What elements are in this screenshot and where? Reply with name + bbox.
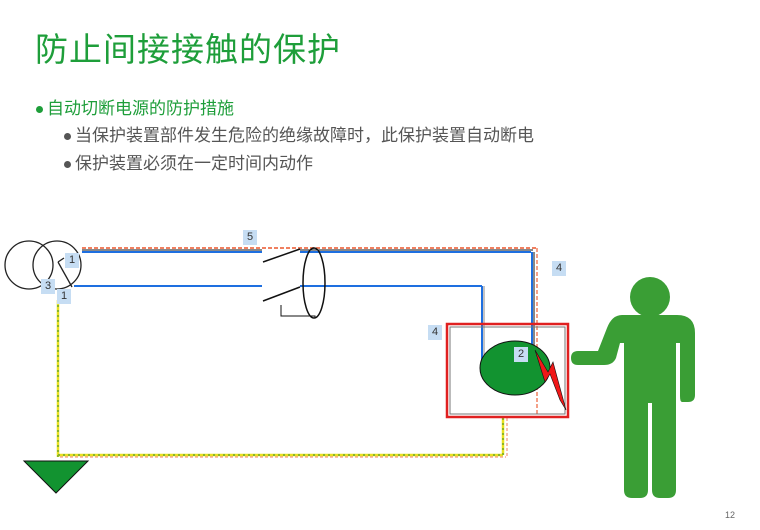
circuit-breaker-icon xyxy=(262,247,326,319)
bullet-level2: 保护装置必须在一定时间内动作 xyxy=(64,150,534,178)
bullet-dot-icon xyxy=(36,105,43,113)
bullet-text: 自动切断电源的防护措施 xyxy=(47,99,234,119)
person-icon xyxy=(571,277,695,498)
label-fault-point: 2 xyxy=(514,347,528,362)
page-number: 12 xyxy=(725,510,736,520)
phase-line-bottom xyxy=(74,285,485,367)
label-transformer-neutral: 3 xyxy=(41,279,55,294)
label-transformer-bottom: 1 xyxy=(57,289,71,304)
bullet-text: 当保护装置部件发生危险的绝缘故障时，此保护装置自动断电 xyxy=(75,126,534,146)
bullet-list: 自动切断电源的防护措施 当保护装置部件发生危险的绝缘故障时，此保护装置自动断电 … xyxy=(36,96,534,178)
bullet-level2: 当保护装置部件发生危险的绝缘故障时，此保护装置自动断电 xyxy=(64,122,534,150)
lightning-bolt-icon xyxy=(534,349,567,411)
protective-earth-line xyxy=(56,300,508,458)
page-title: 防止间接接触的保护 xyxy=(35,30,341,69)
bullet-level1: 自动切断电源的防护措施 xyxy=(36,96,534,122)
phase-line-top xyxy=(82,247,538,418)
equipment-enclosure-icon xyxy=(445,322,570,419)
ground-icon xyxy=(22,460,90,494)
bullet-text: 保护装置必须在一定时间内动作 xyxy=(75,154,313,174)
label-enclosure-right: 4 xyxy=(552,261,566,276)
label-transformer-top: 1 xyxy=(65,253,79,268)
bullet-dot-icon xyxy=(64,132,71,140)
label-enclosure-left: 4 xyxy=(428,325,442,340)
bullet-dot-icon xyxy=(64,160,71,168)
label-line-top: 5 xyxy=(243,230,257,245)
